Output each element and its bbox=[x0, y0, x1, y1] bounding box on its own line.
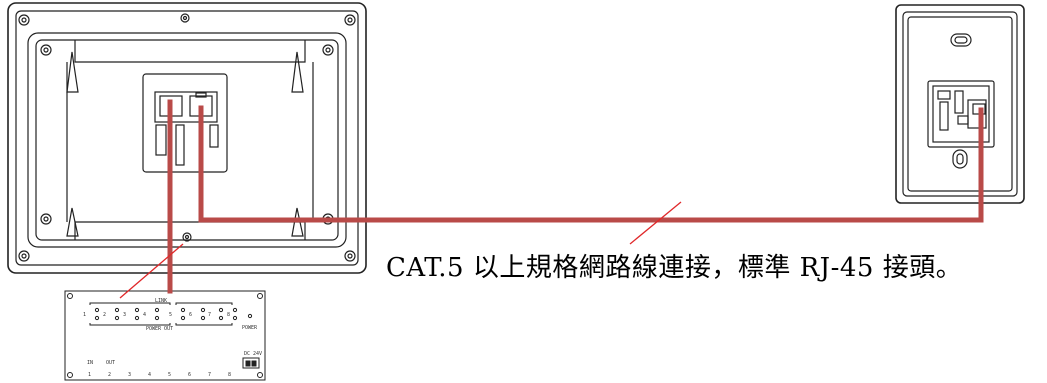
link-label: LINK bbox=[155, 298, 167, 304]
pointer-line-outlet-cable bbox=[629, 201, 682, 245]
power-out-label: POWER OUT bbox=[146, 326, 173, 332]
pointer-line-switch-cable bbox=[119, 243, 184, 299]
port-number-bottom-5: 5 bbox=[168, 372, 171, 378]
port-number-top-6: 6 bbox=[189, 312, 192, 318]
poe-switch-labels: LINK POWER OUT POWER IN OUT DC 24V 1 2 3… bbox=[83, 298, 262, 378]
port-number-top-1: 1 bbox=[83, 312, 86, 318]
indoor-monitor bbox=[7, 2, 367, 274]
port-number-bottom-1: 1 bbox=[88, 372, 91, 378]
port-number-bottom-4: 4 bbox=[148, 372, 151, 378]
cable-spec-caption: CAT.5 以上規格網路線連接，標準 RJ-45 接頭。 bbox=[386, 253, 963, 283]
dc-label: DC 24V bbox=[244, 351, 262, 357]
wall-outlet bbox=[895, 4, 1025, 204]
port-number-top-8: 8 bbox=[227, 312, 230, 318]
poe-switch bbox=[64, 290, 266, 381]
port-number-top-2: 2 bbox=[103, 312, 106, 318]
network-cables bbox=[167, 99, 984, 294]
port-number-top-5: 5 bbox=[169, 312, 172, 318]
port-number-top-3: 3 bbox=[123, 312, 126, 318]
pointer-lines bbox=[119, 201, 682, 299]
out-label: OUT bbox=[106, 360, 115, 366]
port-number-bottom-7: 7 bbox=[208, 372, 211, 378]
power-label: POWER bbox=[242, 325, 258, 331]
port-number-top-4: 4 bbox=[143, 312, 146, 318]
port-number-bottom-2: 2 bbox=[108, 372, 111, 378]
port-number-bottom-3: 3 bbox=[128, 372, 131, 378]
cable-monitor-to-outlet bbox=[198, 105, 984, 223]
port-number-bottom-8: 8 bbox=[228, 372, 231, 378]
port-number-bottom-6: 6 bbox=[188, 372, 191, 378]
port-number-top-7: 7 bbox=[208, 312, 211, 318]
in-label: IN bbox=[87, 360, 93, 366]
